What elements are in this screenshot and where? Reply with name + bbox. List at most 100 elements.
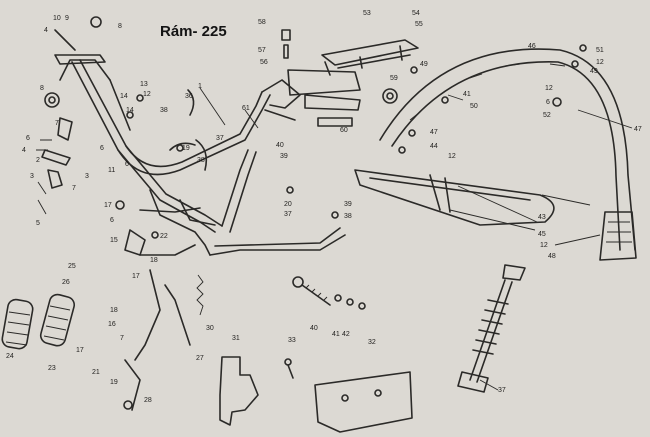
part-label: 37 — [498, 387, 506, 394]
rear-shock-absorber — [457, 264, 526, 393]
part-label: 17 — [76, 347, 84, 354]
part-label: 17 — [104, 202, 112, 209]
footrest-left — [1, 298, 34, 350]
part-label: 7 — [55, 120, 59, 127]
rear-mudguard — [379, 48, 636, 251]
part-label: 45 — [538, 231, 546, 238]
part-label: 32 — [368, 339, 376, 346]
part-label: 12 — [596, 59, 604, 66]
rear-carrier — [321, 39, 419, 76]
part-label: 7 — [72, 185, 76, 192]
part-label: 9 — [65, 15, 69, 22]
part-label: 23 — [48, 365, 56, 372]
part-label: 53 — [363, 10, 371, 17]
part-label: 47 — [430, 129, 438, 136]
part-label: 37 — [216, 135, 224, 142]
mud-flap — [599, 211, 637, 261]
part-label: 31 — [232, 335, 240, 342]
part-label: 5 — [36, 220, 40, 227]
part-label: 12 — [143, 91, 151, 98]
part-label: 37 — [284, 211, 292, 218]
part-label: 26 — [62, 279, 70, 286]
part-label: 12 — [540, 242, 548, 249]
part-label: 41 — [332, 331, 340, 338]
leader-lines — [199, 87, 633, 391]
part-label: 15 — [110, 237, 118, 244]
part-label: 2 — [36, 157, 40, 164]
part-label: 8 — [40, 85, 44, 92]
mudguard-screws — [286, 44, 587, 219]
rear-axle-rod — [292, 276, 366, 310]
part-label: 1 — [198, 83, 202, 90]
part-label: 12 — [448, 153, 456, 160]
part-label: 58 — [258, 19, 266, 26]
part-label: 3 — [85, 173, 89, 180]
part-label: 19 — [110, 379, 118, 386]
part-label: 10 — [53, 15, 61, 22]
part-label: 30 — [206, 325, 214, 332]
part-label: 55 — [415, 21, 423, 28]
part-label: 48 — [548, 253, 556, 260]
side-cover-plate — [314, 371, 413, 433]
return-spring — [196, 274, 204, 316]
part-label: 11 — [108, 167, 115, 174]
part-label: 6 — [100, 145, 104, 152]
part-label: 6 — [546, 99, 550, 106]
part-label: 49 — [420, 61, 428, 68]
part-label: 12 — [545, 85, 553, 92]
part-label: 38 — [344, 213, 352, 220]
part-label: 42 — [342, 331, 350, 338]
part-label: 46 — [528, 43, 536, 50]
part-label: 16 — [108, 321, 116, 328]
part-label: 49 — [590, 68, 598, 75]
part-label: 59 — [390, 75, 398, 82]
screw — [284, 358, 294, 379]
part-label: 19 — [182, 145, 190, 152]
footrest-right — [39, 293, 76, 347]
part-label: 50 — [470, 103, 478, 110]
part-label: 60 — [340, 127, 348, 134]
part-label: 41 — [463, 91, 471, 98]
part-label: 38 — [197, 157, 205, 164]
frame-small-parts — [115, 89, 208, 256]
part-label: 33 — [288, 337, 296, 344]
part-label: 13 — [140, 81, 148, 88]
part-label: 39 — [280, 153, 288, 160]
part-labels: 8 10 9 4 8 7 6 4 2 3 7 5 3 11 6 6 14 14 … — [6, 10, 642, 404]
part-label: 22 — [160, 233, 168, 240]
part-label: 14 — [126, 107, 134, 114]
diagram-title: Rám- 225 — [160, 23, 227, 40]
part-label: 36 — [185, 93, 193, 100]
part-label: 18 — [110, 307, 118, 314]
part-label: 51 — [596, 47, 604, 54]
part-label: 40 — [276, 142, 284, 149]
brake-lever — [123, 269, 191, 411]
part-label: 43 — [538, 214, 546, 221]
part-label: 47 — [634, 126, 642, 133]
part-label: 54 — [412, 10, 420, 17]
part-label: 38 — [160, 107, 168, 114]
part-label: 24 — [6, 353, 14, 360]
part-label: 21 — [92, 369, 100, 376]
part-label: 25 — [68, 263, 76, 270]
part-label: 40 — [310, 325, 318, 332]
seat-parts — [281, 29, 398, 127]
part-label: 6 — [110, 217, 114, 224]
part-label: 28 — [144, 397, 152, 404]
part-label: 4 — [44, 27, 48, 34]
mounting-bracket — [219, 356, 259, 426]
part-label: 39 — [344, 201, 352, 208]
part-label: 3 — [30, 173, 34, 180]
main-frame — [54, 54, 346, 256]
part-label: 7 — [120, 335, 124, 342]
part-label: 14 — [120, 93, 128, 100]
part-label: 4 — [22, 147, 26, 154]
part-label: 52 — [543, 112, 551, 119]
part-label: 6 — [125, 161, 129, 168]
part-label: 8 — [118, 23, 122, 30]
part-label: 17 — [132, 273, 140, 280]
part-label: 18 — [150, 257, 158, 264]
part-label: 57 — [258, 47, 266, 54]
